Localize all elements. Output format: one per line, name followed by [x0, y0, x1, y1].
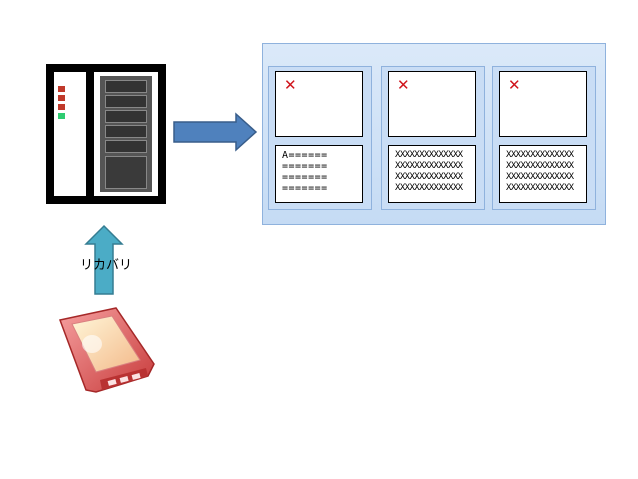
card-text-line: XXXXXXXXXXXXXX	[395, 172, 463, 182]
card-text-line: XXXXXXXXXXXXXX	[395, 183, 463, 193]
server-bay-large	[105, 156, 147, 189]
red-x-icon: ✕	[284, 76, 297, 94]
server-bay	[105, 125, 147, 138]
card-text-line: =======	[282, 172, 328, 183]
card-image-box: ✕	[275, 71, 363, 137]
card-text-line: =======	[282, 183, 328, 194]
server-bay	[105, 140, 147, 153]
card-text-line: =======	[282, 161, 328, 172]
server-bay	[105, 95, 147, 108]
server-led-red-1	[58, 86, 65, 92]
card: ✕ A====== ======= ======= =======	[268, 66, 372, 210]
memory-card-icon	[58, 307, 155, 393]
server-led-red-3	[58, 104, 65, 110]
card-image-box: ✕	[499, 71, 587, 137]
card-image-box: ✕	[388, 71, 476, 137]
server-icon	[46, 64, 166, 204]
arrow-up-icon	[84, 224, 124, 295]
server-left-column	[54, 72, 86, 196]
card-text-box: XXXXXXXXXXXXXX XXXXXXXXXXXXXX XXXXXXXXXX…	[499, 145, 587, 203]
server-led-green	[58, 113, 65, 119]
red-x-icon: ✕	[397, 76, 410, 94]
red-x-icon: ✕	[508, 76, 521, 94]
card-text-line: XXXXXXXXXXXXXX	[395, 161, 463, 171]
server-led-red-2	[58, 95, 65, 101]
card-text-line: XXXXXXXXXXXXXX	[506, 183, 574, 193]
card-text-line: XXXXXXXXXXXXXX	[506, 172, 574, 182]
arrow-right-icon	[173, 112, 258, 152]
server-bay	[105, 110, 147, 123]
server-bay	[105, 80, 147, 93]
card: ✕ XXXXXXXXXXXXXX XXXXXXXXXXXXXX XXXXXXXX…	[492, 66, 596, 210]
card-text-box: A====== ======= ======= =======	[275, 145, 363, 203]
card-text-line: XXXXXXXXXXXXXX	[506, 150, 574, 160]
card-text-line: XXXXXXXXXXXXXX	[506, 161, 574, 171]
card-text-box: XXXXXXXXXXXXXX XXXXXXXXXXXXXX XXXXXXXXXX…	[388, 145, 476, 203]
card-text-line: A======	[282, 150, 328, 161]
recovery-label: リカバリ	[80, 258, 133, 273]
card-text-line: XXXXXXXXXXXXXX	[395, 150, 463, 160]
card: ✕ XXXXXXXXXXXXXX XXXXXXXXXXXXXX XXXXXXXX…	[381, 66, 485, 210]
